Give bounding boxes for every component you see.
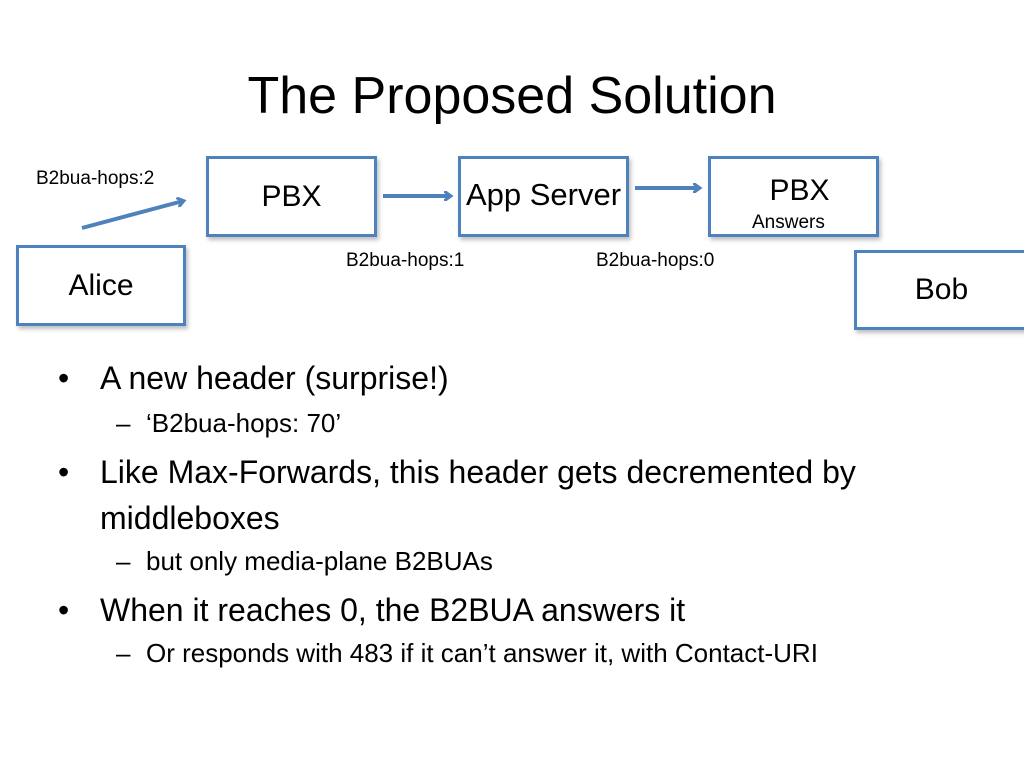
bullet-item: • When it reaches 0, the B2BUA answers i…: [58, 587, 998, 633]
sub-bullet-text: but only media-plane B2BUAs: [146, 546, 493, 576]
bullet-marker: •: [58, 360, 70, 396]
sub-bullet-item: – Or responds with 483 if it can’t answe…: [58, 633, 998, 673]
slide-title: The Proposed Solution: [247, 67, 777, 125]
bullet-text: When it reaches 0, the B2BUA answers it: [100, 592, 686, 628]
bullet-item: • A new header (surprise!): [58, 355, 998, 401]
sub-bullet-item: – ‘B2bua-hops: 70’: [58, 403, 998, 443]
alice-label: Alice: [68, 268, 134, 302]
bullet-marker: •: [58, 454, 70, 490]
bullet-item: • Like Max-Forwards, this header gets de…: [58, 449, 998, 541]
bob-box: Bob: [854, 250, 1024, 330]
bob-label: Bob: [914, 273, 969, 306]
sub-bullet-marker: –: [116, 546, 131, 576]
sub-bullet-text: Or responds with 483 if it can’t answer …: [146, 638, 818, 668]
sub-bullet-item: – but only media-plane B2BUAs: [58, 541, 998, 581]
bullet-list: • A new header (surprise!) – ‘B2bua-hops…: [58, 355, 998, 679]
alice-box: Alice: [16, 245, 186, 326]
app-server-label: App Server: [465, 176, 622, 212]
hop-label-app-to-pbx: B2bua-hops:0: [596, 250, 715, 271]
hop-label-alice-to-pbx: B2bua-hops:2: [36, 168, 155, 189]
sub-bullet-marker: –: [116, 638, 131, 668]
pbx-label-1: PBX: [261, 179, 322, 213]
pbx-box-1: PBX: [206, 156, 377, 237]
bullet-marker: •: [58, 592, 70, 628]
app-server-box: App Server: [458, 156, 629, 237]
hop-label-pbx-to-app: B2bua-hops:1: [346, 250, 465, 271]
bullet-text: A new header (surprise!): [100, 360, 449, 396]
bullet-text: Like Max-Forwards, this header gets decr…: [100, 454, 856, 536]
arrow-alice-to-pbx: [81, 201, 183, 230]
sub-bullet-text: ‘B2bua-hops: 70’: [146, 408, 342, 438]
answers-note: Answers: [752, 212, 825, 233]
sub-bullet-marker: –: [116, 408, 131, 438]
pbx-box-2: PBX: [708, 156, 879, 237]
pbx-label-2: PBX: [769, 173, 830, 207]
